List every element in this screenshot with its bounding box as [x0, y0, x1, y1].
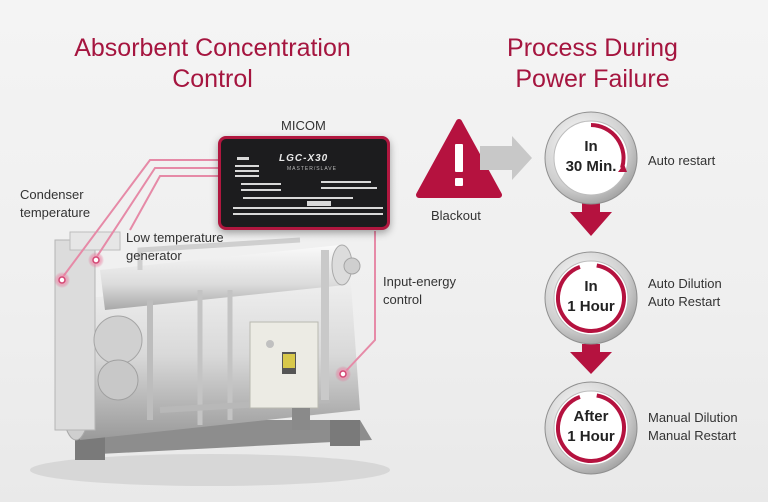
- low-temperature-generator-label: Low temperature generator: [126, 230, 224, 263]
- red-down-arrow-icon: [570, 344, 612, 374]
- title-absorbent-concentration-control: Absorbent Concentration Control: [74, 34, 351, 93]
- red-down-arrow-icon: [570, 200, 612, 236]
- input-energy-control-label: Input-energy control: [383, 274, 456, 307]
- clock-icon: [544, 381, 638, 475]
- micom-label: MICOM: [281, 118, 326, 133]
- sensor-lines: [61, 159, 376, 373]
- micom-circuit-icon: [233, 157, 383, 215]
- blackout-label: Blackout: [431, 208, 481, 223]
- micom-control-panel: LGC-X30 MASTER/SLAVE: [218, 136, 390, 230]
- warning-triangle-icon: [416, 119, 502, 198]
- clock-icon: [544, 251, 638, 345]
- clock-icon: [544, 111, 638, 205]
- title-process-during-power-failure: Process During Power Failure: [507, 34, 678, 93]
- sensor-points: [54, 252, 351, 382]
- gray-arrow-icon: [480, 136, 532, 180]
- chiller-machine: [30, 231, 390, 486]
- condenser-temperature-label: Condenser temperature: [20, 187, 91, 220]
- step-1-description: Auto restart: [648, 153, 716, 168]
- micom-subtitle-text: MASTER/SLAVE: [287, 166, 337, 172]
- micom-brand-text: LGC-X30: [279, 153, 329, 164]
